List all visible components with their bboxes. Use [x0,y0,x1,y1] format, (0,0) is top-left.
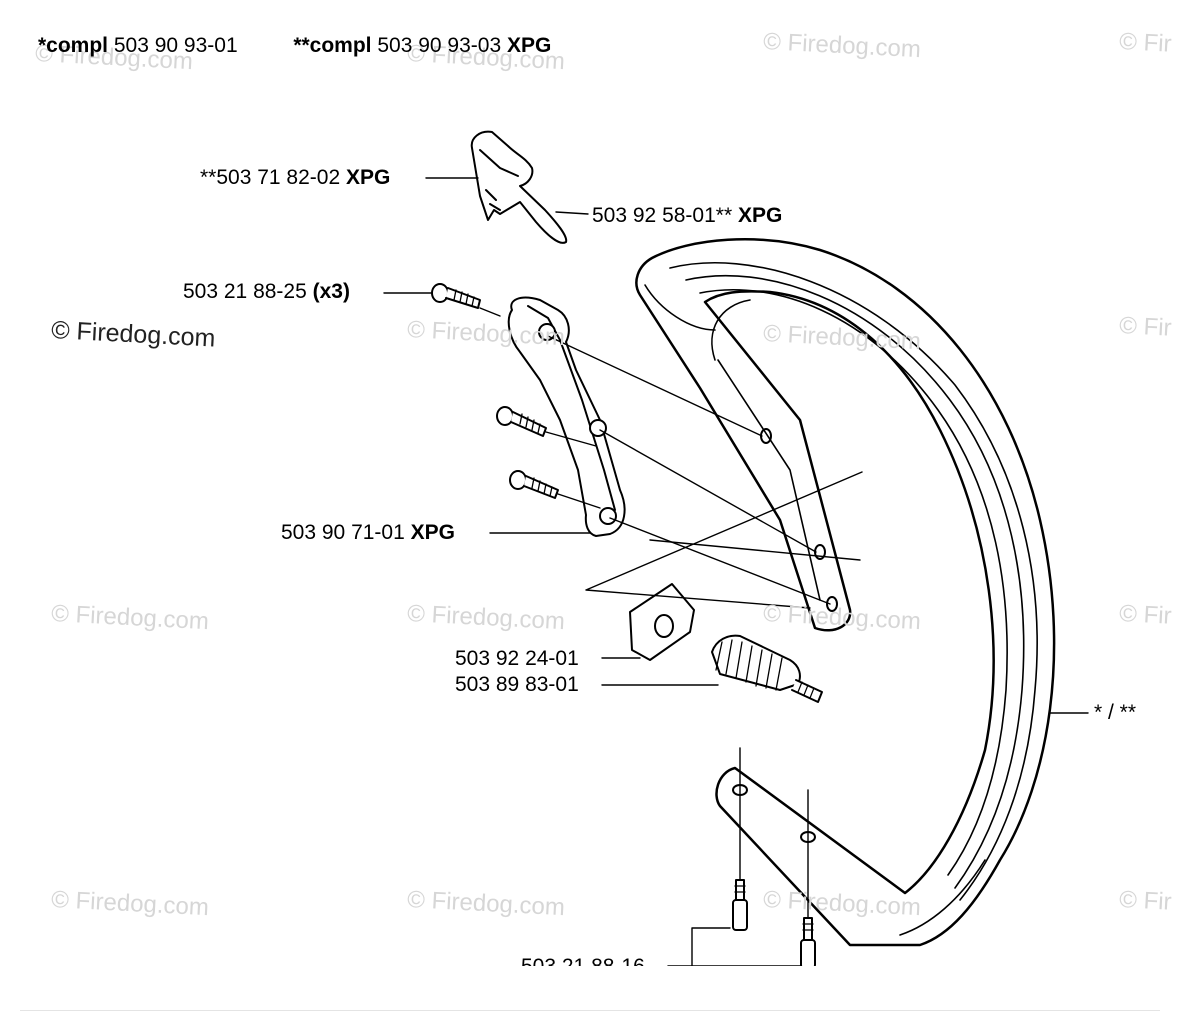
label-spring: 503 89 83-01 [455,673,579,697]
screw-low [509,470,559,499]
screw-mid [496,406,547,437]
leader-lines [383,177,1089,967]
screw-bottom-1 [732,879,748,931]
label-bracket: 503 90 71-01 XPG [281,521,455,545]
label-switch-suffix: XPG [345,166,391,189]
label-lever-suffix: XPG [737,204,783,227]
label-screw-top-number: 503 21 88-25 [183,280,307,303]
bracket-part [507,296,626,537]
spring-part [711,634,823,703]
bottom-crop-mask [0,966,1180,1015]
screw-bottom-2 [800,917,816,969]
label-lever: 503 92 58-01** XPG [592,204,782,228]
compl1-number: 503 90 93-01 [113,34,238,57]
label-switch: **503 71 82-02 XPG [200,166,390,190]
compl1-prefix: *compl [38,34,109,57]
label-spring-number: 503 89 83-01 [455,673,579,696]
watermark-11: © Fir [1118,600,1173,630]
plate-part [629,583,695,661]
watermark-15: © Fir [1118,886,1173,916]
label-handle-number: * / ** [1094,701,1137,724]
front-handle-bar [635,238,1056,947]
label-screw-top: 503 21 88-25 (x3) [183,280,350,304]
compl2-suffix: XPG [506,34,552,57]
label-switch-number: **503 71 82-02 [200,166,341,189]
label-screw-top-suffix: (x3) [312,280,350,303]
label-bracket-number: 503 90 71-01 [281,521,405,544]
label-bracket-suffix: XPG [410,521,455,544]
screw-top [431,283,481,309]
label-plate: 503 92 24-01 [455,647,579,671]
watermark-7: © Fir [1118,312,1173,342]
label-handle: * / ** [1094,701,1136,725]
header-compl-numbers: *compl 503 90 93-01 **compl 503 90 93-03… [38,34,551,58]
watermark-4: © Fir [1118,28,1173,58]
switch-part [470,130,568,244]
compl2-prefix: **compl [293,34,372,57]
compl2-number: 503 90 93-03 [377,34,502,57]
label-lever-number: 503 92 58-01** [592,204,733,227]
bottom-rule [20,1010,1160,1011]
label-plate-number: 503 92 24-01 [455,647,579,670]
